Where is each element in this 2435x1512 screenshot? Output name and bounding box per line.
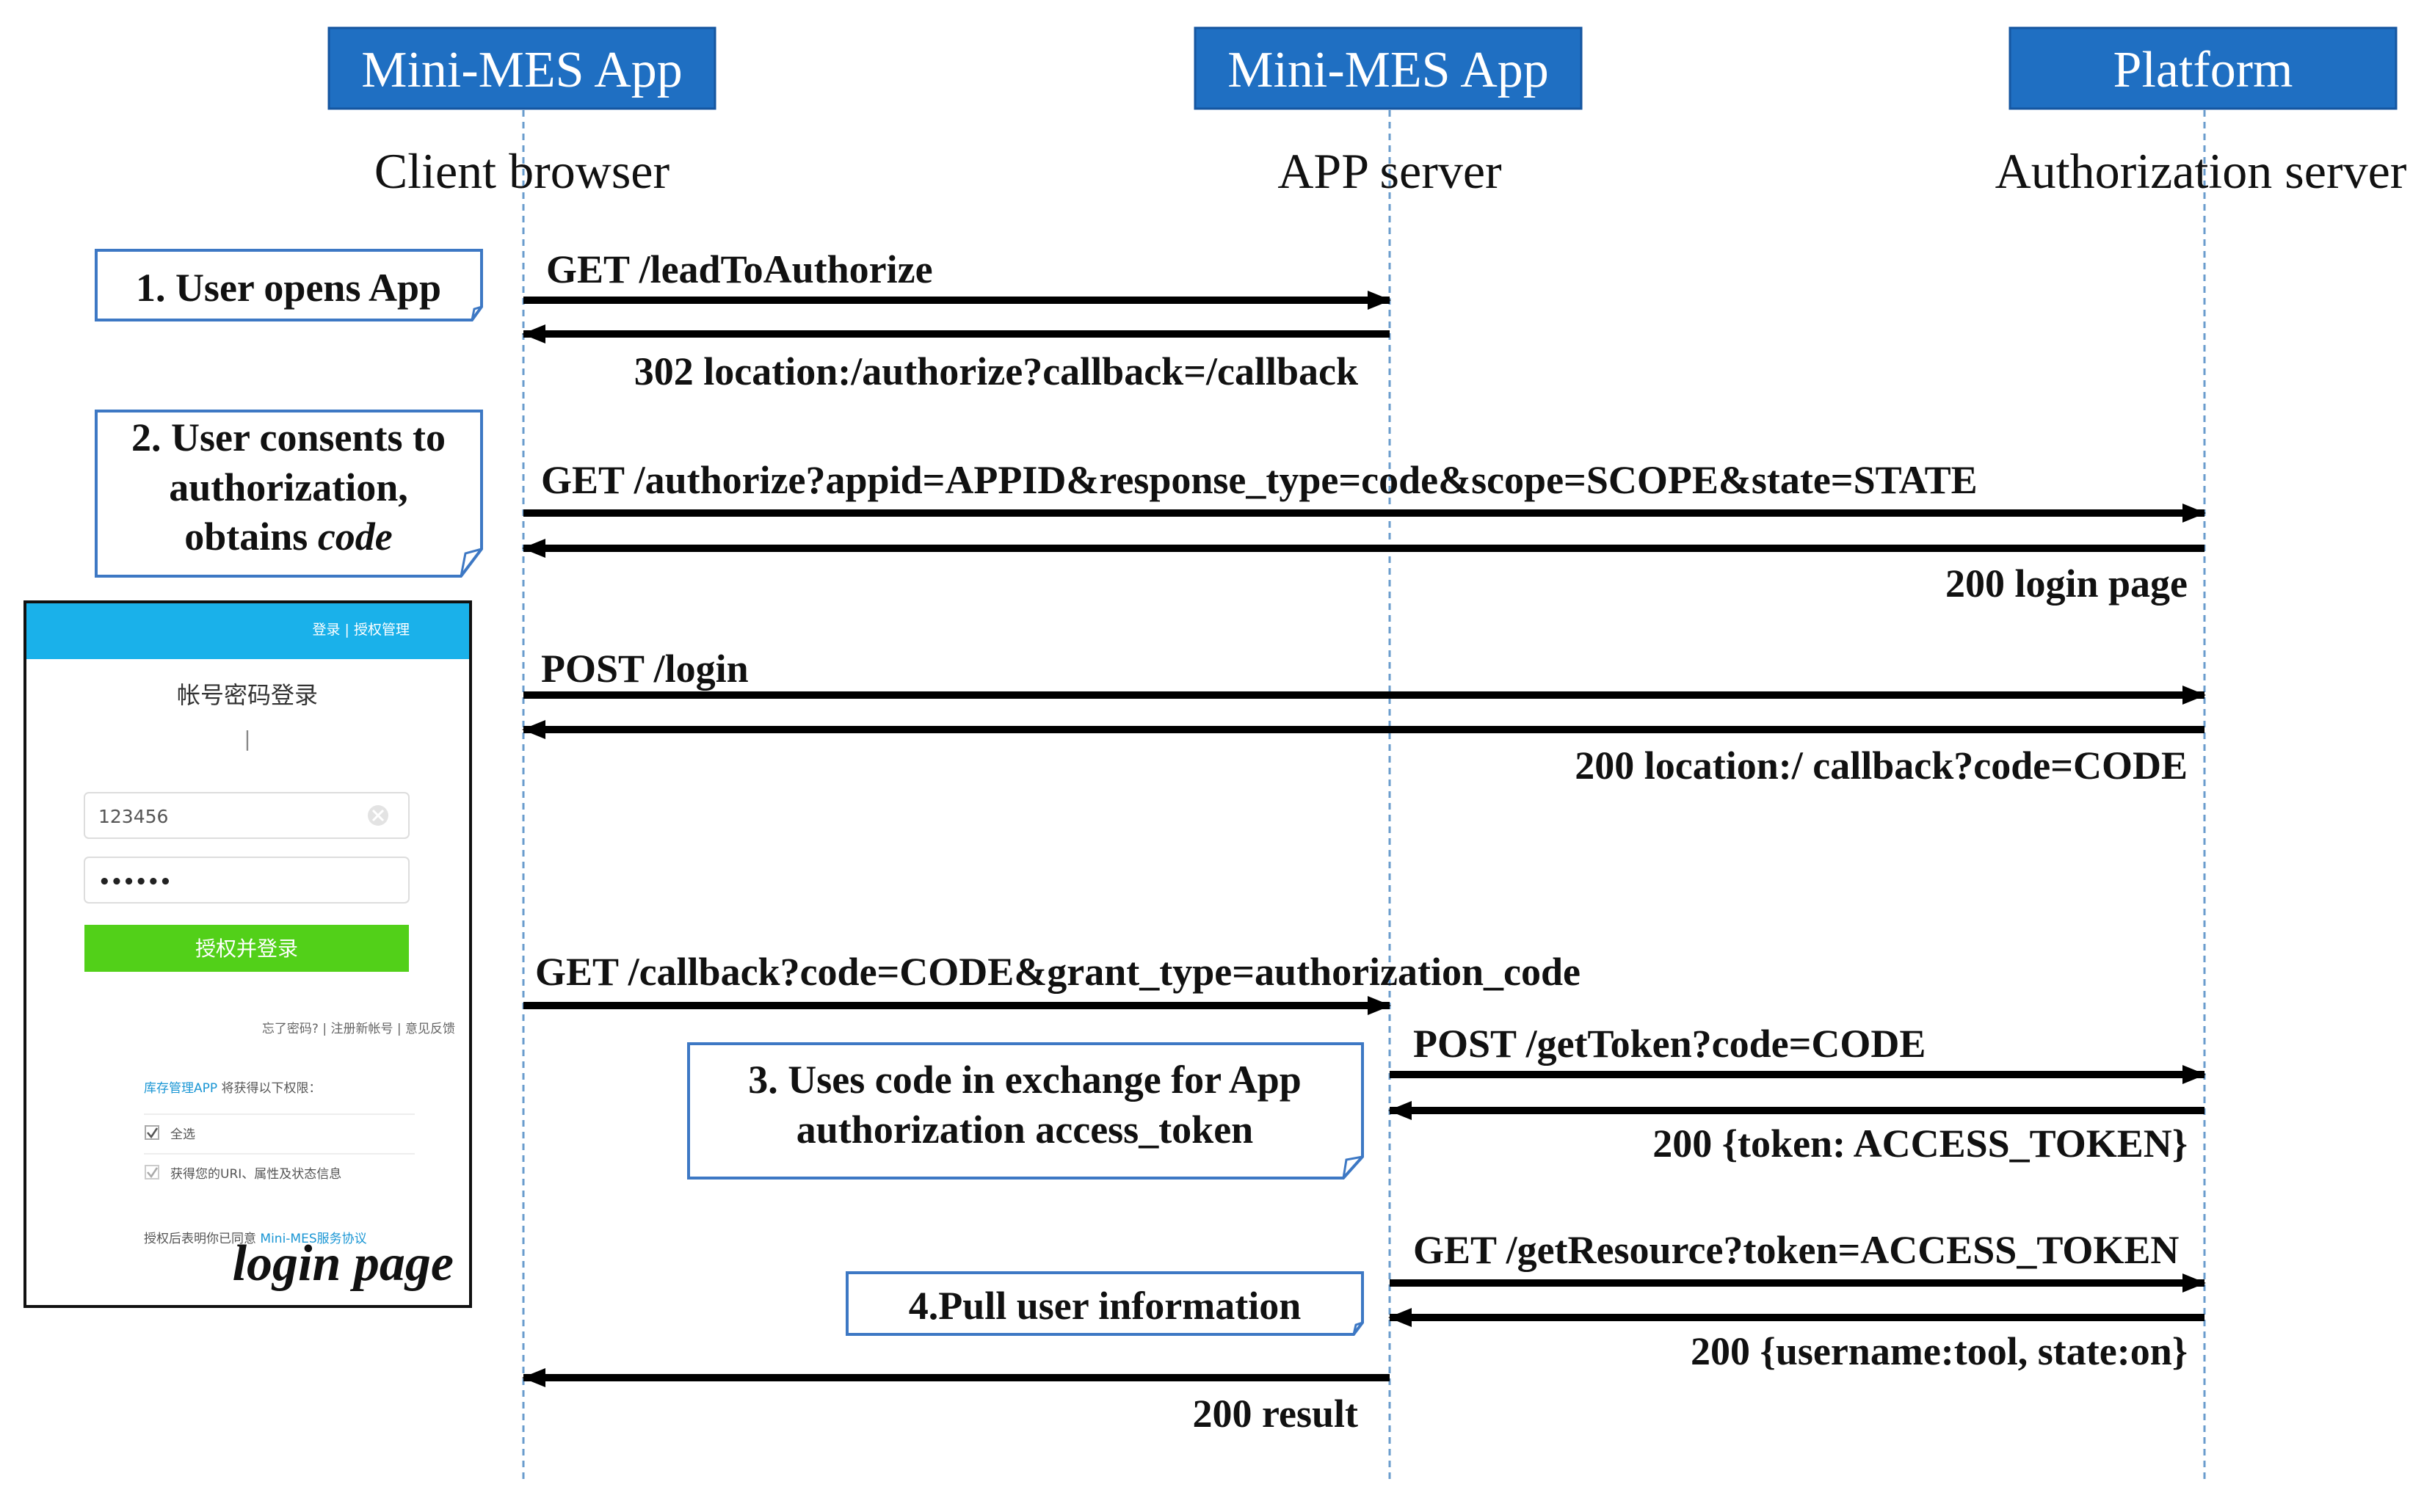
- login-title: 帐号密码登录: [177, 681, 318, 709]
- username-input[interactable]: [84, 792, 410, 839]
- participant-client-browser: Mini-MES App Client browser: [327, 26, 716, 199]
- message-post-get-token: POST /getToken?code=CODE: [1390, 1022, 2206, 1084]
- message-label: 200 result: [1193, 1392, 1359, 1436]
- login-page-caption: login page: [233, 1235, 454, 1292]
- message-200-callback-redirect: 200 location:/ callback?code=CODE: [522, 720, 2204, 788]
- app-name-link[interactable]: 库存管理APP: [144, 1081, 217, 1096]
- permission-intro: 库存管理APP 将获得以下权限：: [144, 1081, 322, 1096]
- note-step-2: 2. User consents to authorization, obtai…: [95, 410, 483, 578]
- permission-info-label: 获得您的URI、属性及状态信息: [170, 1167, 341, 1182]
- login-page-screenshot: 登录 | 授权管理 帐号密码登录 | 123456 •••••• 授权并登录 忘…: [23, 600, 472, 1308]
- note-step-3: 3. Uses code in exchange for App authori…: [687, 1042, 1364, 1180]
- participant-role: Authorization server: [1995, 143, 2407, 199]
- authorize-login-button[interactable]: [84, 925, 409, 972]
- message-label: 200 {token: ACCESS_TOKEN}: [1652, 1122, 2188, 1166]
- agreement-prefix: 授权后表明你已同意: [144, 1232, 260, 1246]
- message-get-callback: GET /callback?code=CODE&grant_type=autho…: [523, 950, 1581, 1015]
- note-text: 3. Uses code in exchange for App: [748, 1058, 1302, 1102]
- password-input[interactable]: [84, 857, 410, 904]
- note-text-prefix: obtains: [184, 515, 318, 559]
- message-200-login-page: 200 login page: [522, 539, 2204, 606]
- participant-role: Client browser: [374, 143, 670, 199]
- username-value: 123456: [98, 806, 168, 827]
- note-text: authorization access_token: [796, 1108, 1253, 1152]
- message-label: 200 location:/ callback?code=CODE: [1575, 744, 2188, 788]
- message-label: 200 {username:tool, state:on}: [1691, 1329, 2188, 1373]
- note-text-code: code: [318, 515, 393, 559]
- login-footer-links[interactable]: 忘了密码? | 注册新帐号 | 意见反馈: [262, 1022, 455, 1036]
- participant-authorization-server: Platform Authorization server: [1995, 26, 2407, 199]
- permission-info-checkbox[interactable]: [145, 1165, 159, 1180]
- participant-app-server: Mini-MES App APP server: [1194, 26, 1583, 199]
- permission-intro-text: 将获得以下权限：: [217, 1081, 321, 1096]
- message-label: POST /login: [541, 647, 749, 691]
- participant-label: Mini-MES App: [1227, 42, 1549, 98]
- message-200-user-info: 200 {username:tool, state:on}: [1388, 1308, 2204, 1373]
- clear-input-icon[interactable]: [368, 805, 388, 826]
- message-get-resource: GET /getResource?token=ACCESS_TOKEN: [1390, 1228, 2206, 1293]
- message-label: GET /authorize?appid=APPID&response_type…: [541, 458, 1978, 502]
- authorize-login-button-label: 授权并登录: [195, 937, 298, 961]
- agreement-link[interactable]: Mini-MES服务协议: [260, 1232, 366, 1246]
- login-header-bar: [26, 603, 469, 659]
- agreement-text: 授权后表明你已同意 Mini-MES服务协议: [144, 1232, 367, 1246]
- note-step-1: 1. User opens App: [95, 249, 483, 321]
- message-label: 200 login page: [1945, 561, 2188, 606]
- message-get-lead-to-authorize: GET /leadToAuthorize: [523, 247, 1391, 310]
- select-all-label: 全选: [170, 1127, 195, 1142]
- message-get-authorize: GET /authorize?appid=APPID&response_type…: [523, 458, 2206, 523]
- message-label: 302 location:/authorize?callback=/callba…: [634, 349, 1358, 393]
- note-text: obtains code: [184, 515, 393, 559]
- message-200-result: 200 result: [522, 1368, 1390, 1436]
- note-step-4: 4.Pull user information: [846, 1271, 1364, 1336]
- note-text: 1. User opens App: [136, 266, 441, 310]
- message-label: POST /getToken?code=CODE: [1413, 1022, 1926, 1066]
- login-header-links[interactable]: 登录 | 授权管理: [313, 622, 410, 638]
- message-label: GET /getResource?token=ACCESS_TOKEN: [1413, 1228, 2179, 1272]
- message-302-redirect-authorize: 302 location:/authorize?callback=/callba…: [522, 324, 1390, 393]
- password-value: ••••••: [98, 871, 172, 893]
- participant-role: APP server: [1277, 143, 1502, 199]
- message-200-token: 200 {token: ACCESS_TOKEN}: [1388, 1101, 2204, 1166]
- message-label: GET /leadToAuthorize: [546, 247, 933, 291]
- note-text: authorization,: [169, 465, 408, 509]
- participant-label: Platform: [2113, 42, 2293, 98]
- login-text-cursor: |: [244, 727, 250, 751]
- note-text: 2. User consents to: [131, 415, 446, 459]
- message-label: GET /callback?code=CODE&grant_type=autho…: [535, 950, 1581, 994]
- select-all-checkbox[interactable]: [145, 1125, 159, 1140]
- participant-label: Mini-MES App: [361, 42, 683, 98]
- message-post-login: POST /login: [523, 647, 2206, 705]
- note-text: 4.Pull user information: [909, 1284, 1302, 1328]
